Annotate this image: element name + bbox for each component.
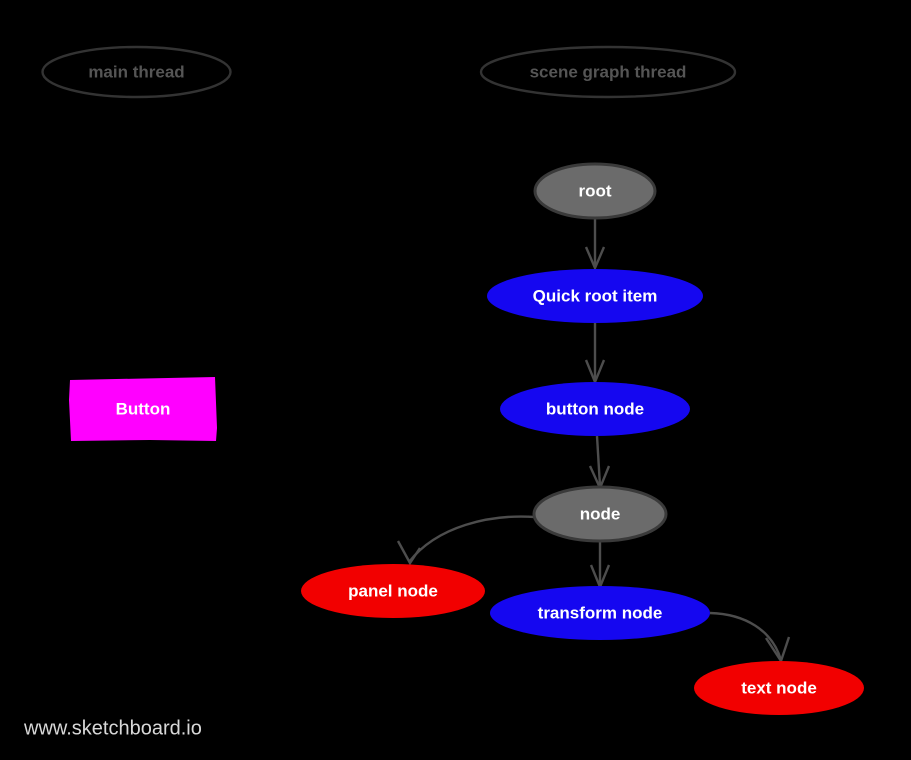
- edge-transform-node-to-text-node-line: [709, 611, 783, 661]
- lane-scene-graph-thread-outline: [479, 45, 737, 99]
- node-button-shape: [69, 377, 217, 441]
- node-transform-node-shape: [490, 586, 710, 640]
- edge-node-to-panel-node-line: [408, 515, 536, 563]
- node-node-shape: [532, 485, 668, 543]
- edge-button-node-to-node-line: [595, 435, 602, 487]
- node-root[interactable]: root: [533, 162, 657, 220]
- node-button-node[interactable]: button node: [500, 382, 690, 436]
- edge-root-to-quick-root-item-arrowhead: [584, 246, 606, 272]
- lane-scene-graph-thread-label: scene graph thread: [530, 62, 687, 81]
- edge-transform-node-to-text-node-arrowhead: [764, 636, 791, 664]
- edge-button-node-to-node: [588, 435, 611, 492]
- watermark-sketchboard: www.sketchboard.io: [23, 717, 202, 739]
- node-quick-root-item[interactable]: Quick root item: [487, 269, 703, 323]
- node-text-node[interactable]: text node: [694, 661, 864, 715]
- edge-node-to-panel-node: [396, 515, 536, 566]
- lane-main-thread-label: main thread: [88, 62, 184, 81]
- edge-node-to-panel-node-arrowhead: [396, 540, 421, 566]
- lane-main-thread[interactable]: main thread: [41, 45, 232, 99]
- node-button-node-shape: [500, 382, 690, 436]
- node-text-node-shape: [694, 661, 864, 715]
- node-panel-node[interactable]: panel node: [301, 564, 485, 618]
- lane-main-thread-outline: [41, 45, 232, 99]
- node-panel-node-shape: [301, 564, 485, 618]
- node-transform-node[interactable]: transform node: [490, 586, 710, 640]
- node-root-shape: [533, 162, 657, 220]
- edge-transform-node-to-text-node: [709, 611, 791, 664]
- node-quick-root-item-shape: [487, 269, 703, 323]
- edge-root-to-quick-root-item: [584, 218, 606, 272]
- edge-quick-root-item-to-button-node: [584, 323, 606, 386]
- edge-node-to-transform-node: [589, 541, 611, 591]
- node-button[interactable]: Button: [69, 377, 217, 441]
- node-node[interactable]: node: [532, 485, 668, 543]
- lane-scene-graph-thread[interactable]: scene graph thread: [479, 45, 737, 99]
